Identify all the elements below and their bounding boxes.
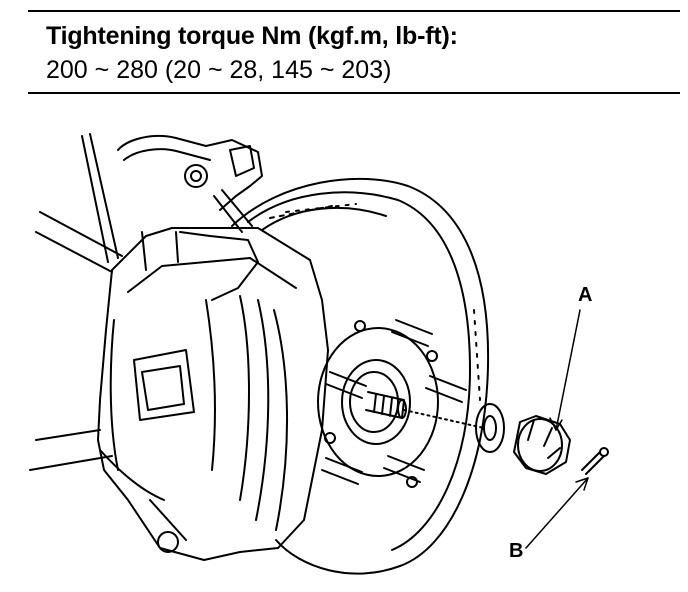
steering-knuckle bbox=[117, 134, 263, 233]
wheel-hub bbox=[317, 320, 439, 488]
callout-leaders bbox=[525, 309, 589, 549]
cotter-pin bbox=[581, 447, 609, 475]
hub-assembly-illustration bbox=[29, 133, 609, 575]
strut-lines bbox=[29, 133, 187, 541]
brake-caliper bbox=[97, 227, 329, 561]
washer bbox=[475, 403, 505, 453]
torque-spec-title: Tightening torque Nm (kgf.m, lb-ft): bbox=[46, 22, 458, 50]
callout-label-a: A bbox=[578, 284, 593, 306]
torque-spec-value: 200 ~ 280 (20 ~ 28, 145 ~ 203) bbox=[46, 56, 392, 84]
callout-label-b: B bbox=[509, 540, 524, 562]
brake-disc bbox=[231, 177, 490, 575]
castle-nut bbox=[513, 415, 571, 475]
header-top-rule bbox=[28, 10, 680, 12]
torque-spec-header: Tightening torque Nm (kgf.m, lb-ft): 200… bbox=[28, 0, 688, 96]
header-bottom-rule bbox=[28, 92, 680, 94]
wheel-studs bbox=[321, 319, 467, 485]
spindle bbox=[365, 391, 485, 429]
